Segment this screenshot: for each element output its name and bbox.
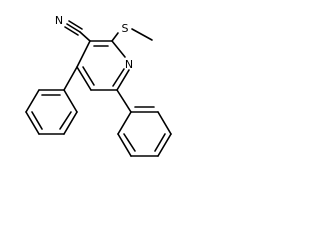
atom-s-label: S	[122, 22, 129, 35]
ph1-b5	[63, 111, 78, 135]
phenyl-c6	[116, 89, 172, 157]
bond-c6-ph	[116, 89, 132, 113]
bond-c3-cn	[79, 31, 91, 42]
pyridine-ring	[76, 40, 130, 91]
ph2-b2	[157, 111, 172, 135]
ph2-b3i	[154, 133, 166, 152]
methylthio-group: S	[111, 22, 153, 42]
bond-n-c6	[116, 69, 130, 91]
ph1-b2	[25, 89, 40, 113]
bond-c5-c4-inner	[82, 66, 95, 86]
ph1-b5i	[59, 111, 72, 130]
nitrile-group: N	[55, 14, 91, 42]
ph2-b3	[157, 133, 172, 157]
ph2-b5i	[123, 133, 136, 152]
bond-c2-n	[111, 40, 126, 58]
ph1-b6	[63, 89, 78, 113]
ph2-b6	[117, 111, 132, 135]
ph1-b3i	[31, 111, 43, 130]
ph2-b5	[117, 133, 132, 157]
phenyl-c4	[25, 66, 78, 135]
ph1-b3	[25, 111, 40, 135]
bond-c5-c4	[76, 66, 92, 91]
atom-n-ring-label: N	[125, 58, 133, 71]
bond-cn-triple-3	[64, 26, 79, 36]
atom-n-nitrile-label: N	[55, 14, 63, 27]
bond-s-ch3	[131, 28, 153, 41]
bond-c2-s	[111, 32, 119, 42]
bond-cn-triple-1	[66, 23, 81, 33]
bond-cn-triple-2	[68, 20, 83, 30]
bond-c4-c3	[76, 40, 91, 68]
bond-n-c6-inner	[112, 68, 125, 87]
bond-c4-ph	[63, 66, 78, 91]
molecule-structure: S N N	[25, 14, 172, 157]
